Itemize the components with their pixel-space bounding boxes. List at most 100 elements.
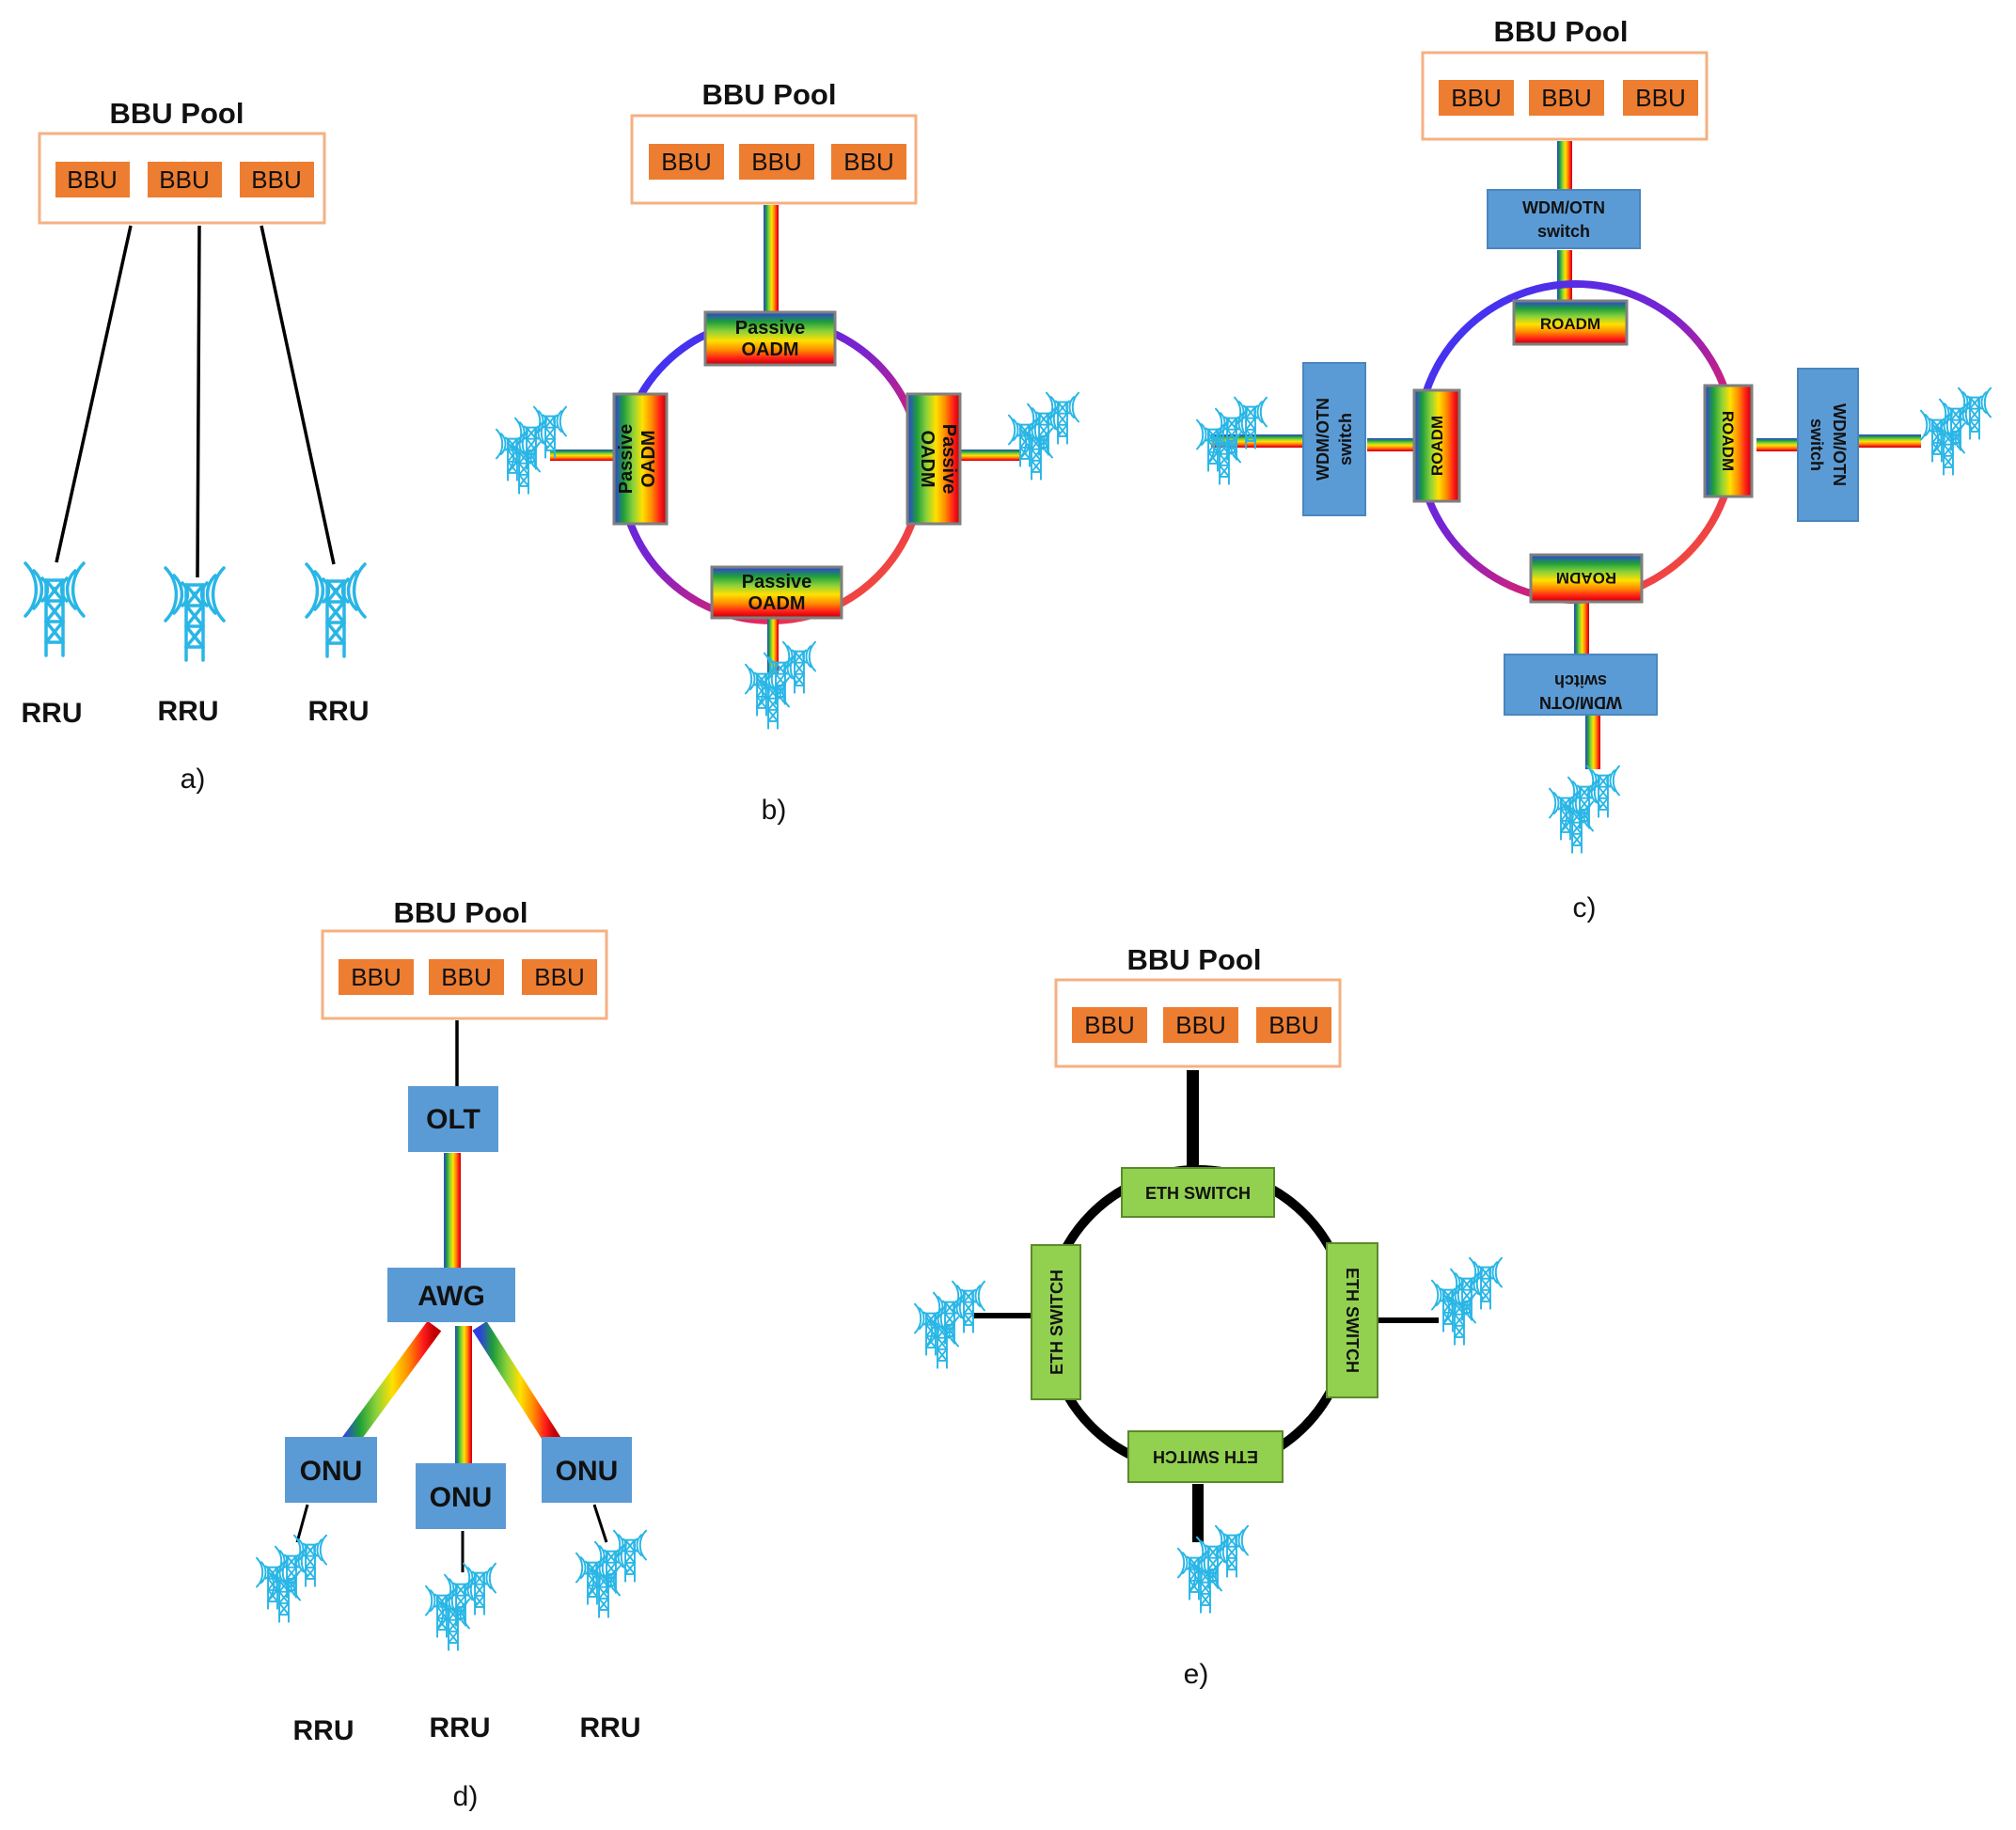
eth-switch-node: ETH SWITCH — [1326, 1242, 1378, 1398]
passive-oadm-node: Passive OADM — [710, 565, 843, 620]
rru-label: RRU — [158, 696, 219, 727]
bbu-label: BBU — [1084, 1011, 1134, 1039]
bbu-label: BBU — [843, 148, 893, 176]
rru-label: RRU — [293, 1715, 354, 1746]
roadm-label: ROADM — [1556, 569, 1616, 587]
oadm-label: Passive — [938, 424, 959, 495]
onu-label: ONU — [300, 1456, 363, 1487]
oadm-label: Passive — [742, 572, 812, 592]
bbu-unit: BBU — [1439, 80, 1514, 116]
bbu-unit: BBU — [1623, 80, 1698, 116]
fiber-link — [444, 1153, 461, 1268]
onu-label: ONU — [556, 1456, 619, 1487]
bbu-label: BBU — [251, 166, 301, 194]
oadm-label: OADM — [917, 430, 937, 487]
onu-node: ONU — [285, 1437, 377, 1503]
fronthaul-link — [196, 225, 201, 578]
ethernet-link — [1192, 1484, 1204, 1542]
panel-caption: a) — [181, 764, 206, 795]
passive-oadm-node: Passive OADM — [906, 392, 962, 526]
oadm-label: OADM — [741, 339, 798, 360]
bbu-pool-title: BBU Pool — [1494, 15, 1629, 48]
bbu-pool-title: BBU Pool — [110, 97, 244, 130]
antenna-tower-icon — [24, 561, 86, 657]
oadm-label: OADM — [638, 430, 659, 487]
eth-switch-label: ETH SWITCH — [1343, 1268, 1362, 1373]
panel-caption: b) — [762, 795, 787, 826]
fronthaul-link — [55, 225, 133, 563]
eth-switch-label: ETH SWITCH — [1145, 1184, 1251, 1203]
antenna-tower-icon — [164, 566, 226, 662]
bbu-unit: BBU — [1529, 80, 1604, 116]
antenna-tower-icon — [305, 562, 367, 658]
bbu-unit: BBU — [240, 162, 314, 197]
panel-d: BBU Pool BBU BBU BBU OLT AWG — [257, 896, 646, 1812]
bbu-label: BBU — [1268, 1011, 1318, 1039]
passive-oadm-node: Passive OADM — [703, 310, 837, 367]
fiber-link — [1857, 434, 1921, 448]
antenna-tower-icon — [257, 1536, 326, 1622]
wdm-otn-switch: WDM/OTN switch — [1302, 362, 1366, 516]
bbu-unit: BBU — [1163, 1007, 1238, 1043]
olt-node: OLT — [408, 1086, 498, 1152]
ethernet-link — [1187, 1070, 1199, 1172]
fiber-link — [955, 450, 1021, 461]
panel-caption: e) — [1184, 1659, 1209, 1690]
antenna-tower-icon — [426, 1564, 496, 1650]
bbu-label: BBU — [1451, 84, 1501, 112]
fiber-link — [1585, 715, 1600, 769]
passive-oadm-node: Passive OADM — [612, 392, 669, 526]
switch-label: switch — [1807, 418, 1826, 471]
fiber-link — [1367, 438, 1414, 451]
panel-c: BBU Pool BBU BBU BBU WDM/OTN switch — [1197, 15, 1991, 923]
onu-node: ONU — [416, 1463, 506, 1529]
roadm-node: ROADM — [1412, 388, 1461, 503]
eth-switch-label: ETH SWITCH — [1047, 1270, 1066, 1375]
roadm-node: ROADM — [1703, 384, 1754, 498]
bbu-unit: BBU — [522, 959, 597, 995]
bbu-label: BBU — [534, 963, 584, 991]
eth-switch-node: ETH SWITCH — [1031, 1244, 1081, 1400]
oadm-label: Passive — [735, 318, 806, 339]
bbu-label: BBU — [1635, 84, 1685, 112]
awg-label: AWG — [417, 1281, 485, 1312]
panel-a: BBU Pool BBU BBU BBU RRU RRU RRU a) — [22, 97, 370, 795]
rru-label: RRU — [22, 698, 83, 729]
fiber-link — [455, 1326, 472, 1478]
panel-caption: c) — [1573, 892, 1597, 923]
bbu-label: BBU — [751, 148, 801, 176]
antenna-tower-icon — [1550, 766, 1619, 853]
bbu-label: BBU — [351, 963, 401, 991]
bbu-label: BBU — [1175, 1011, 1225, 1039]
bbu-label: BBU — [1541, 84, 1591, 112]
bbu-unit: BBU — [831, 144, 906, 180]
switch-label: switch — [1537, 222, 1590, 241]
panel-e: BBU Pool BBU BBU BBU ETH SWITCH ETH SWIT… — [915, 943, 1502, 1690]
bbu-pool-title: BBU Pool — [702, 78, 837, 111]
eth-switch-label: ETH SWITCH — [1153, 1447, 1258, 1466]
onu-label: ONU — [430, 1482, 493, 1513]
rru-label: RRU — [430, 1712, 491, 1743]
roadm-label: ROADM — [1428, 416, 1446, 476]
fiber-link — [1574, 596, 1589, 656]
oadm-label: Passive — [616, 424, 637, 495]
bbu-unit: BBU — [429, 959, 504, 995]
switch-label: WDM/OTN — [1314, 398, 1332, 481]
olt-label: OLT — [426, 1104, 480, 1135]
fronthaul-link — [592, 1504, 608, 1543]
bbu-label: BBU — [159, 166, 209, 194]
fiber-link — [472, 1321, 562, 1448]
wdm-otn-switch: WDM/OTN switch — [1797, 368, 1859, 522]
bbu-unit: BBU — [739, 144, 814, 180]
bbu-unit: BBU — [55, 162, 130, 197]
roadm-node: ROADM — [1529, 553, 1644, 604]
bbu-pool-title: BBU Pool — [394, 896, 528, 929]
fiber-link — [1557, 250, 1572, 303]
fronthaul-link — [260, 225, 336, 565]
bbu-unit: BBU — [1256, 1007, 1331, 1043]
fiber-link — [336, 1320, 442, 1456]
awg-node: AWG — [387, 1268, 515, 1322]
wdm-otn-switch: WDM/OTN switch — [1487, 189, 1641, 249]
roadm-label: ROADM — [1719, 411, 1737, 471]
